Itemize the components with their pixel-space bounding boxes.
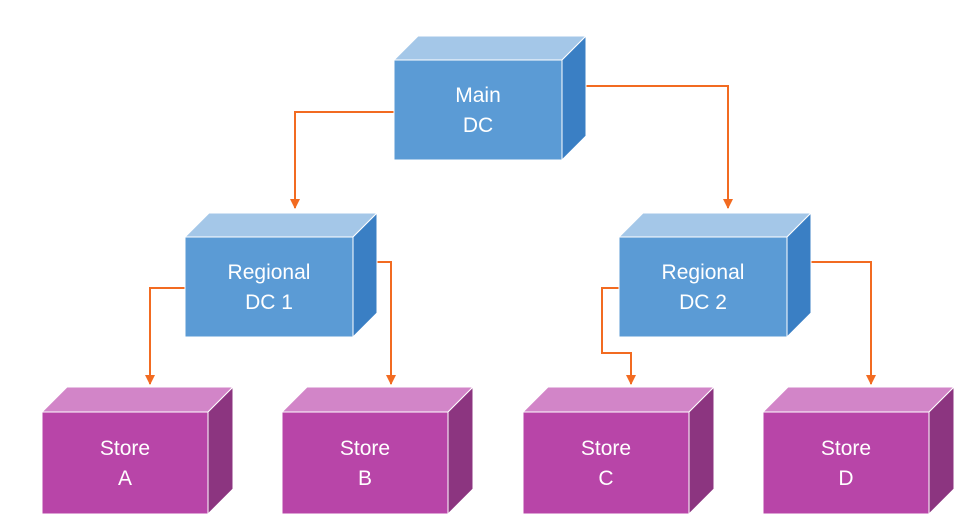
block-top-face: [761, 386, 956, 413]
connector-main-dc-to-regional-dc-2: [586, 85, 733, 209]
node-label-line: C: [598, 467, 613, 490]
block-top-face: [521, 386, 716, 413]
block-front-face: [393, 59, 563, 161]
node-label-line: Store: [581, 437, 631, 460]
block-top-face: [280, 386, 475, 413]
node-label-line: Store: [100, 437, 150, 460]
connector-main-dc-to-regional-dc-1: [290, 111, 394, 209]
block-top-face: [392, 35, 588, 61]
connector-regional-dc-1-to-store-a: [145, 287, 185, 385]
node-label-line: Store: [340, 437, 390, 460]
node-regional-dc-2: Regional DC 2: [617, 211, 813, 339]
block-front-face: [762, 411, 930, 515]
node-label-line: B: [358, 467, 372, 490]
block-top-face: [617, 212, 813, 238]
node-label-line: DC 2: [679, 291, 727, 314]
block-top-face: [40, 386, 235, 413]
node-regional-dc-1: Regional DC 1: [183, 211, 379, 339]
block-front-face: [522, 411, 690, 515]
connectors-layer: [145, 85, 876, 385]
node-label-line: A: [118, 467, 132, 490]
node-label-line: DC 1: [245, 291, 293, 314]
block-front-face: [281, 411, 449, 515]
node-label-line: Main: [455, 84, 501, 107]
node-label-line: Regional: [662, 261, 745, 284]
block-front-face: [184, 236, 354, 338]
node-label-line: D: [838, 467, 853, 490]
node-label-line: Store: [821, 437, 871, 460]
node-label-line: DC: [463, 114, 493, 137]
block-front-face: [618, 236, 788, 338]
connector-regional-dc-2-to-store-c: [601, 287, 636, 385]
block-front-face: [41, 411, 209, 515]
block-top-face: [183, 212, 379, 238]
connector-regional-dc-2-to-store-d: [811, 261, 876, 385]
node-label-line: Regional: [228, 261, 311, 284]
connector-regional-dc-1-to-store-b: [377, 261, 396, 385]
